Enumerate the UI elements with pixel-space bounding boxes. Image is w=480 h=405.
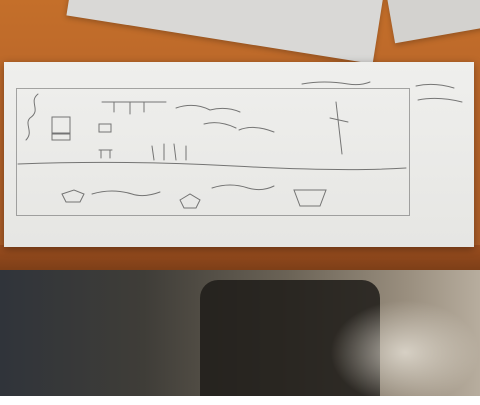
sketch-divider — [17, 161, 407, 171]
sketch-box — [98, 123, 112, 133]
drawing-frame — [16, 88, 410, 216]
sketch-scribble — [175, 104, 241, 113]
sketch-item — [179, 193, 201, 209]
sketch-scribble — [238, 126, 275, 133]
table-edge — [0, 245, 480, 273]
sketch-t — [113, 101, 145, 115]
sketch-pole — [329, 117, 349, 123]
image-border — [0, 396, 480, 405]
sketch-wave — [91, 190, 161, 197]
sketch-squiggle — [25, 93, 39, 141]
sketch-figures — [151, 143, 187, 161]
sketch-box — [51, 116, 71, 134]
sketch-scribble — [203, 122, 237, 129]
sketch-item — [293, 189, 327, 207]
sketch-box — [51, 133, 71, 141]
sketch-figures — [98, 149, 113, 159]
sketch-wave — [211, 184, 275, 191]
sketch-note — [301, 81, 371, 86]
sketch-pole — [335, 101, 343, 155]
sketch-item — [61, 189, 85, 203]
sketch-note — [415, 83, 463, 103]
light-reflection — [330, 300, 480, 405]
pencil-sketch — [17, 81, 463, 209]
sketch-paper — [4, 62, 474, 247]
